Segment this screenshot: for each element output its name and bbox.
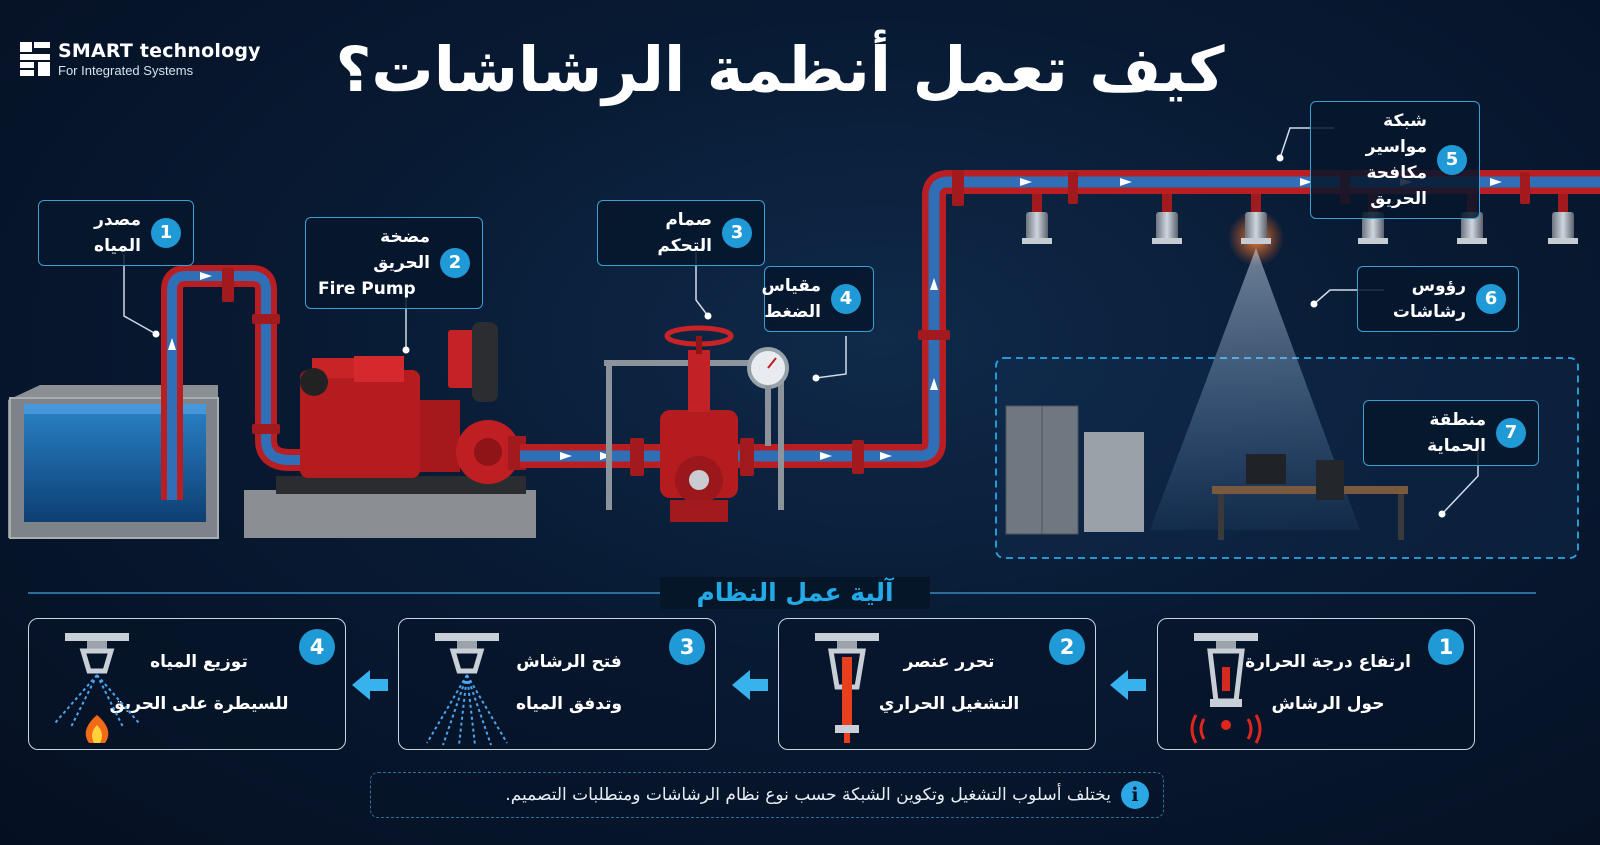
flow-arrow-icon [1110,670,1146,700]
step-card-4: 4 توزيع المياه للسيطرة على الحريق [28,618,346,750]
info-icon: i [1121,781,1149,809]
step-card-2: 2 تحرر عنصر التشغيل الحراري [778,618,1096,750]
step-line: التشغيل الحراري [878,694,1020,714]
step-card-1: 1 ارتفاع درجة الحرارة حول الرشاش [1157,618,1475,750]
callout-protection-zone: 7 منطقة الحماية [1363,400,1539,466]
callout-number: 2 [440,248,470,278]
flow-arrow-icon [352,670,388,700]
step-number: 1 [1428,629,1464,665]
page-title: كيف تعمل أنظمة الرشاشات؟ [335,33,1225,106]
brand-mark-icon [20,42,50,76]
step-line: للسيطرة على الحريق [109,694,289,714]
sprinkler-head [1152,194,1182,244]
step-card-3: 3 فتح الرشاش وتدفق المياه [398,618,716,750]
callout-number: 7 [1496,418,1526,448]
footnote-text: يختلف أسلوب التشغيل وتكوين الشبكة حسب نو… [505,785,1111,805]
callout-label: مكافحة الحريق [1366,163,1428,209]
callout-label: مصدر المياه [94,210,141,256]
sprinkler-heads [1022,194,1578,266]
pressure-gauge [747,347,789,446]
step-line: حول الرشاش [1271,694,1385,714]
step-line: فتح الرشاش [516,652,622,672]
sprinkler-head [1022,194,1052,244]
callout-water-source: 1 مصدر المياه [38,200,194,266]
brand-tagline: For Integrated Systems [58,63,194,78]
callout-label: شبكة مواسير [1365,111,1427,157]
callout-sprinkler-heads: 6 رؤوس رشاشات [1357,266,1519,332]
callout-pipe-network: 5 شبكة مواسير مكافحة الحريق [1310,101,1480,219]
step-line: ارتفاع درجة الحرارة [1245,652,1411,672]
callout-label: الضغط [764,302,821,322]
callout-label: رؤوس رشاشات [1392,276,1466,322]
callout-control-valve: 3 صمام التحكم [597,200,765,266]
brand-name: SMART technology [58,40,261,62]
step-line: تحرر عنصر [903,652,995,672]
step-number: 3 [669,629,705,665]
callout-label-en: Fire Pump [318,279,416,299]
sprinkler-head [1548,194,1578,244]
callout-label: مقياس [761,276,821,296]
fire-pump [244,322,536,538]
callout-label: مضخة الحريق [373,227,430,273]
callout-label: منطقة الحماية [1427,410,1486,456]
sprinkler-fire-icon [54,633,140,743]
callout-number: 1 [151,218,181,248]
section-title: آلية عمل النظام [660,577,930,609]
control-valve [604,325,784,522]
callout-number: 4 [831,284,861,314]
callout-number: 6 [1476,284,1506,314]
flow-arrow-icon [732,670,768,700]
step-number: 2 [1049,629,1085,665]
footnote: i يختلف أسلوب التشغيل وتكوين الشبكة حسب … [370,772,1164,818]
callout-fire-pump: 2 مضخة الحريق Fire Pump [305,217,483,309]
step-number: 4 [299,629,335,665]
suction-pipe [161,265,300,500]
main-pipe [168,170,1600,476]
brand-logo: SMART technology For Integrated Systems [20,40,261,78]
sprinkler-release-icon [815,633,879,743]
leader-dots [152,154,1446,518]
step-line: توزيع المياه [150,652,248,672]
sprinkler-spray-icon [426,633,508,746]
callout-number: 5 [1437,145,1467,175]
callout-pressure-gauge: 4 مقياس الضغط [761,266,874,332]
callout-label: صمام التحكم [657,210,712,256]
step-line: وتدفق المياه [515,694,623,714]
sprinkler-head-active [1228,194,1284,266]
water-tank [8,385,219,539]
callout-number: 3 [722,218,752,248]
sprinkler-heat-icon [1190,633,1262,744]
